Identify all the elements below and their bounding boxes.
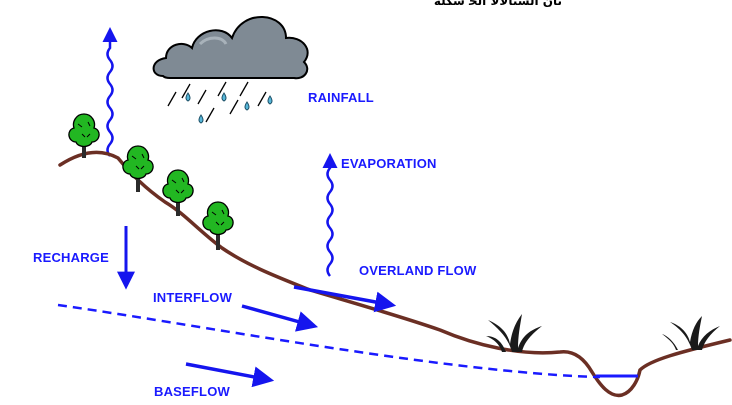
shrub-icon [486, 314, 542, 352]
water-table-line [57, 303, 601, 379]
overland-flow-arrow [293, 285, 397, 313]
tree-icon [162, 169, 194, 216]
label-recharge: RECHARGE [33, 250, 109, 265]
evaporation-arrow-left [102, 27, 118, 157]
label-evaporation: EVAPORATION [341, 156, 437, 171]
label-rainfall: RAINFALL [308, 90, 374, 105]
shrub-icon [662, 316, 720, 350]
label-overland-flow: OVERLAND FLOW [359, 263, 477, 278]
tree-icon [68, 113, 100, 158]
evaporation-arrow-center [322, 153, 338, 277]
interflow-arrow [241, 304, 319, 332]
label-interflow: INTERFLOW [153, 290, 233, 305]
baseflow-arrow [185, 362, 275, 388]
tree-icon [122, 145, 154, 192]
label-baseflow: BASEFLOW [154, 384, 230, 399]
ground-surface [58, 150, 732, 398]
cloud-icon [152, 16, 309, 80]
raindrop-icon [185, 92, 273, 124]
rain [167, 81, 267, 123]
corner-text: ﺗﺎﻥ ﺍﻟﺴﺘﺎﻻﻻ ﺍﻟﺨ ﺷﻜﻠﺔ [433, 0, 562, 8]
tree-icon [202, 201, 234, 250]
